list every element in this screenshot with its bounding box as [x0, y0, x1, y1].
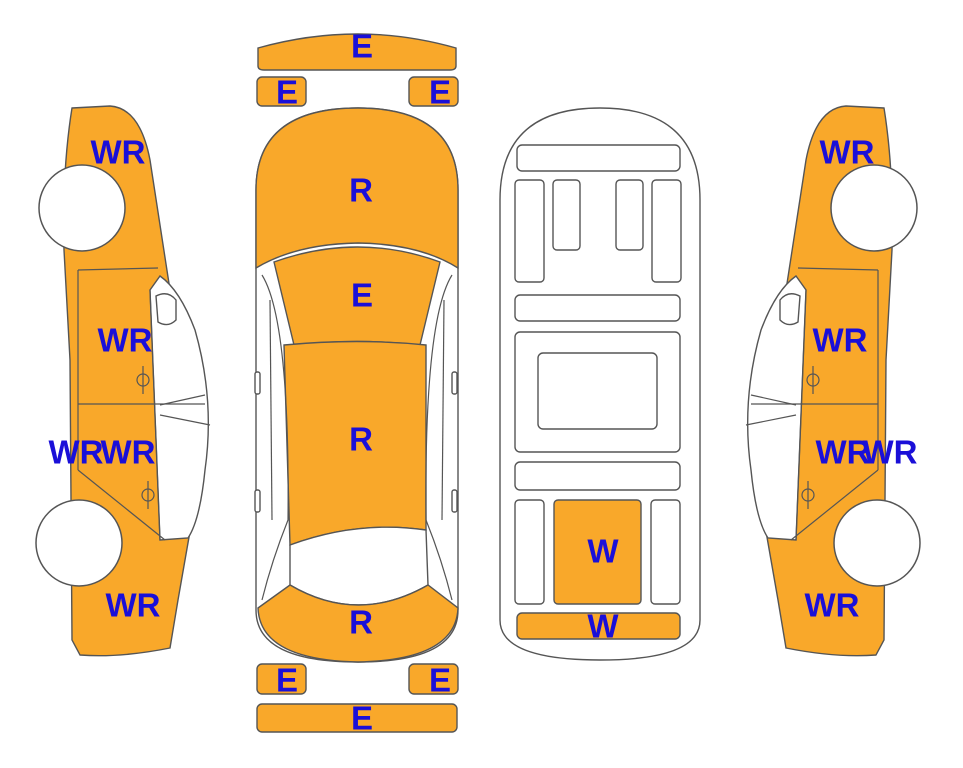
left-front-door-handle-icon [136, 366, 150, 394]
right-door-line-top [797, 267, 879, 271]
front-right-light-code: E [429, 74, 451, 111]
rear-bumper-part[interactable] [256, 703, 458, 733]
right-mirror-icon [451, 371, 458, 395]
trunk-part[interactable] [257, 584, 459, 663]
right-rear-handle-icon [451, 489, 458, 513]
interior-outline [499, 107, 701, 661]
right-beltline-lower [745, 414, 797, 426]
rear-window-part [289, 526, 429, 606]
right-rocker-panel-code: WR [863, 434, 918, 471]
interior-front-panel [516, 144, 681, 172]
right-a-pillar-line [425, 274, 453, 601]
right-rear-door-handle-icon [801, 481, 815, 509]
rear-bumper-code: E [351, 700, 373, 737]
rear-left-light-code: E [276, 662, 298, 699]
interior-center-panel [537, 352, 658, 430]
right-front-wheel [830, 164, 918, 252]
left-rear-door-handle-icon [141, 481, 155, 509]
cargo-floor-code: W [587, 533, 619, 570]
left-rear-handle-icon [254, 489, 261, 513]
front-bumper-part[interactable] [257, 33, 457, 71]
rear-panel-part[interactable] [516, 612, 681, 640]
rear-right-light-part[interactable] [408, 663, 459, 695]
interior-right-seat [615, 179, 644, 251]
left-beltline-lower [159, 414, 211, 426]
left-rear-wheel [35, 499, 123, 587]
top-view: E E E R E R R E E E [254, 28, 459, 737]
right-side-glass-line [441, 299, 445, 521]
left-front-fender-code: WR [91, 134, 146, 171]
right-front-door-code: WR [813, 322, 868, 359]
left-mirror-icon [254, 371, 261, 395]
right-door-line-bottom [790, 469, 879, 541]
right-rear-wheel [833, 499, 921, 587]
interior-view: W W [499, 107, 701, 661]
left-door-pillar [149, 289, 161, 541]
interior-left-rear-bay [514, 499, 545, 605]
front-left-light-code: E [276, 74, 298, 111]
rear-right-light-code: E [429, 662, 451, 699]
right-door-pillar [795, 289, 807, 541]
trunk-code: R [349, 604, 373, 641]
front-bumper-code: E [351, 28, 373, 65]
right-front-fender-code: WR [820, 134, 875, 171]
rear-panel-code: W [587, 608, 619, 645]
front-left-light-part[interactable] [256, 76, 307, 107]
front-right-light-part[interactable] [408, 76, 459, 107]
left-side-glass-line [269, 299, 273, 521]
left-a-pillar-line [261, 274, 289, 601]
left-rear-door-code: WR [101, 434, 156, 471]
left-beltline [159, 394, 206, 406]
interior-center-frame [514, 331, 681, 453]
interior-left-front-bay [514, 179, 545, 283]
rear-left-light-part[interactable] [256, 663, 307, 695]
left-door-line-bottom [77, 469, 166, 541]
right-beltline [750, 394, 797, 406]
left-rocker-panel-code: WR [49, 434, 104, 471]
right-side-view: WR WR WR WR WR [745, 105, 921, 657]
cargo-floor-part[interactable] [553, 499, 642, 605]
interior-right-front-bay [651, 179, 682, 283]
left-side-view: WR WR WR WR WR [35, 105, 211, 657]
left-front-wheel [38, 164, 126, 252]
left-rear-quarter-code: WR [106, 587, 161, 624]
right-front-door-handle-icon [806, 366, 820, 394]
interior-cross-member [514, 294, 681, 322]
hood-part[interactable] [255, 107, 459, 270]
right-rear-door-code: WR [816, 434, 871, 471]
left-side-mirror [155, 293, 177, 326]
right-rear-quarter-code: WR [805, 587, 860, 624]
windshield-code: E [351, 277, 373, 314]
left-side-glass [149, 275, 210, 541]
interior-rear-cross-member [514, 461, 681, 491]
left-front-door-code: WR [98, 322, 153, 359]
right-side-mirror [779, 293, 801, 326]
hood-code: R [349, 172, 373, 209]
left-door-line-top [77, 267, 159, 271]
interior-right-rear-bay [650, 499, 681, 605]
roof-code: R [349, 421, 373, 458]
interior-left-seat [552, 179, 581, 251]
right-side-glass [746, 275, 807, 541]
